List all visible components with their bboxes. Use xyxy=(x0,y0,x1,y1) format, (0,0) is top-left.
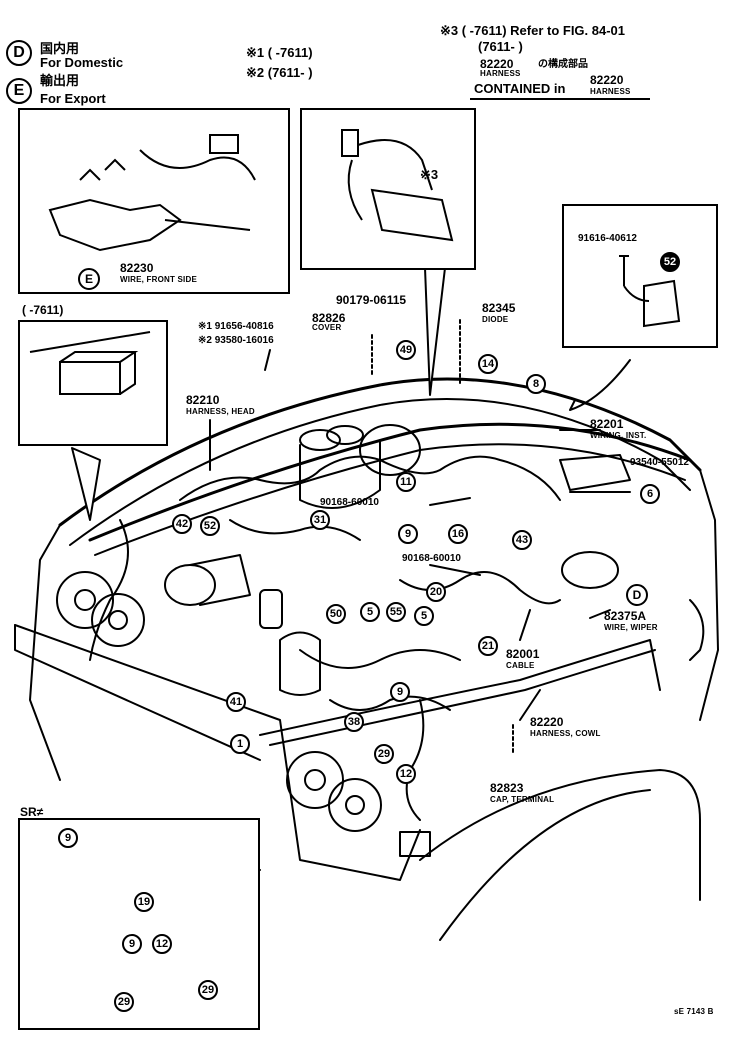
sr-label: SR≠ xyxy=(20,805,44,819)
callout-29-sr-b: 29 xyxy=(198,980,218,1000)
export-symbol: E xyxy=(6,78,32,104)
note-part-sub: HARNESS xyxy=(480,69,521,78)
inset-front-drawing xyxy=(48,134,256,252)
callout-9-sr-top: 9 xyxy=(58,828,78,848)
callout-29-sr-a: 29 xyxy=(114,992,134,1012)
callout-50: 50 xyxy=(326,604,346,624)
domestic-symbol: D xyxy=(6,40,32,66)
part-82230-desc: WIRE, FRONT SIDE xyxy=(120,275,197,284)
callout-38: 38 xyxy=(344,712,364,732)
mark-3: ※3 xyxy=(420,167,439,182)
label-82375a: 82375A xyxy=(604,609,647,623)
label-82345: 82345 xyxy=(482,301,516,315)
inset-front-side-wire: E 82230 WIRE, FRONT SIDE xyxy=(18,108,290,294)
callout-41: 41 xyxy=(226,692,246,712)
inset-mid-drawing xyxy=(341,129,454,242)
callout-12: 12 xyxy=(396,764,416,784)
label-82823-sub: CAP, TERMINAL xyxy=(490,795,555,804)
label-82210: 82210 xyxy=(186,393,220,407)
contained-row: CONTAINED in 82220 HARNESS xyxy=(470,74,650,100)
callout-1: 1 xyxy=(230,734,250,754)
inset-left-drawing xyxy=(29,331,151,395)
callout-5-a: 5 xyxy=(360,602,380,622)
label-93540: 93540-55012 xyxy=(630,457,689,468)
label-82823: 82823 xyxy=(490,781,524,795)
variant-2: ※2 (7611- ) xyxy=(246,65,313,80)
label-90179: 90179-06115 xyxy=(336,293,407,307)
callout-14: 14 xyxy=(478,354,498,374)
callout-20: 20 xyxy=(426,582,446,602)
callout-42: 42 xyxy=(172,514,192,534)
inset-bolt-detail: 91616-40612 52 xyxy=(562,204,718,348)
export-jp-label: 輸出用 xyxy=(40,73,80,88)
label-82220-sub: HARNESS, COWL xyxy=(530,729,601,738)
note-jp: の構成部品 xyxy=(538,59,588,70)
label-82220: 82220 xyxy=(530,715,564,729)
contained-part: 82220 xyxy=(590,73,624,87)
callout-8: 8 xyxy=(526,374,546,394)
callout-19-sr: 19 xyxy=(134,892,154,912)
inset-left-connector xyxy=(18,320,168,446)
domestic-en-label: For Domestic xyxy=(40,55,124,70)
part-91616: 91616-40612 xyxy=(578,233,637,244)
label-82201-sub: WIRING, INST. xyxy=(590,431,647,440)
note-part: 82220 xyxy=(480,57,514,71)
callout-9-b: 9 xyxy=(390,682,410,702)
variant-1: ※1 ( -7611) xyxy=(246,45,313,60)
label-82201: 82201 xyxy=(590,417,624,431)
label-90168-b: 90168-60010 xyxy=(402,553,461,564)
label-82345-sub: DIODE xyxy=(482,315,509,324)
domestic-symbol-wiper: D xyxy=(626,584,648,606)
label-91656: ※1 91656-40816 xyxy=(198,321,274,332)
callout-9-sr: 9 xyxy=(122,934,142,954)
callout-43: 43 xyxy=(512,530,532,550)
callout-5-b: 5 xyxy=(414,606,434,626)
callout-12-sr: 12 xyxy=(152,934,172,954)
callout-29: 29 xyxy=(374,744,394,764)
figure-code: sE 7143 B xyxy=(674,1007,714,1016)
label-82001-sub: CABLE xyxy=(506,661,535,670)
label-82375a-sub: WIRE, WIPER xyxy=(604,623,658,632)
inset-harness-connector: ※3 xyxy=(300,108,476,270)
note-line-2: (7611- ) xyxy=(478,39,523,54)
callout-11: 11 xyxy=(396,472,416,492)
inset-left-label: ( -7611) xyxy=(22,303,64,317)
contained-part-sub: HARNESS xyxy=(590,87,631,96)
callout-52: 52 xyxy=(200,516,220,536)
callout-49: 49 xyxy=(396,340,416,360)
inset-sr xyxy=(18,818,260,1030)
callout-55: 55 xyxy=(386,602,406,622)
export-en-label: For Export xyxy=(40,91,106,106)
label-82210-sub: HARNESS, HEAD xyxy=(186,407,255,416)
callout-9-a: 9 xyxy=(398,524,418,544)
note-line-1: ※3 ( -7611) Refer to FIG. 84-01 xyxy=(440,23,626,38)
part-82230: 82230 xyxy=(120,261,154,275)
export-symbol-inset: E xyxy=(78,268,100,290)
domestic-jp-label: 国内用 xyxy=(40,41,80,56)
label-82826-sub: COVER xyxy=(312,323,342,332)
label-82001: 82001 xyxy=(506,647,540,661)
callout-31: 31 xyxy=(310,510,330,530)
callout-21: 21 xyxy=(478,636,498,656)
label-90168-a: 90168-60010 xyxy=(320,497,379,508)
label-93580: ※2 93580-16016 xyxy=(198,335,274,346)
callout-16: 16 xyxy=(448,524,468,544)
contained-text: CONTAINED in xyxy=(474,81,566,96)
callout-52-inset: 52 xyxy=(660,252,680,272)
callout-6: 6 xyxy=(640,484,660,504)
label-82826: 82826 xyxy=(312,311,346,325)
inset-right-drawing xyxy=(619,255,681,328)
